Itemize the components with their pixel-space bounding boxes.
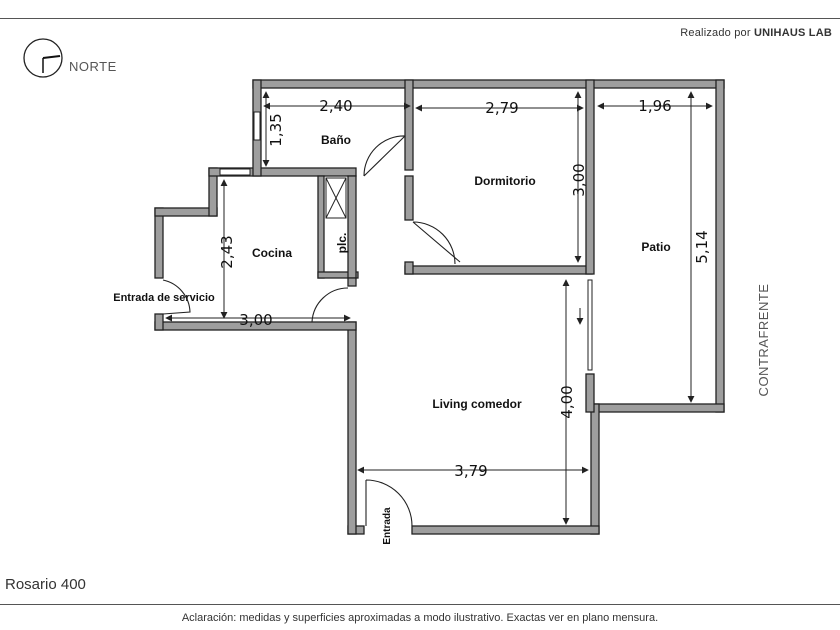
dim-bano-height: 1,35 [267,113,285,146]
address: Rosario 400 [5,576,86,593]
wall-left-living [347,321,357,535]
wall-kitchen-step [154,207,218,217]
dim-patio-height: 5,14 [693,230,711,263]
wall-bath-bottom [208,167,357,177]
window-bath [253,111,261,141]
wall-plc-bottom [317,271,359,279]
wall-patio-left-lower [585,373,595,413]
door-dorm [412,221,461,265]
room-labels: Baño Dormitorio Patio Cocina plc. Living… [113,133,670,545]
dim-living-height: 4,00 [558,385,576,418]
wall-bath-right-upper [404,79,414,171]
window-kitchen [219,168,251,176]
wall-living-stub [347,277,357,287]
dimension-labels: 2,40 2,79 1,96 3,00 3,79 1,35 3,00 5,14 … [218,97,711,480]
dim-dorm-width: 2,79 [485,99,518,117]
wall-bottom-right [411,525,600,535]
dim-bano-width: 2,40 [319,97,352,115]
room-cocina: Cocina [252,246,292,260]
duct [325,177,347,219]
wall-kitchen-left-upper [154,207,164,279]
room-living: Living comedor [432,397,522,411]
side-label-contrafrente: CONTRAFRENTE [756,284,771,397]
door-entry [365,479,413,527]
dim-living-width: 3,79 [454,462,487,480]
room-entrada-servicio: Entrada de servicio [113,292,215,304]
dim-cocina-height: 2,43 [218,235,236,268]
door-kitchen [311,287,349,323]
top-rule [0,18,840,19]
door-service [162,279,191,315]
wall-patio-bottom [590,403,725,413]
room-entrada: Entrada [382,507,393,545]
wall-dorm-bottom [404,265,593,275]
compass-circle [23,38,63,78]
door-bath [363,135,406,177]
wall-plc-left [317,175,325,279]
wall-bath-right-lower [404,175,414,221]
room-patio: Patio [641,240,670,254]
bottom-rule [0,604,840,605]
dim-dorm-height: 3,00 [570,163,588,196]
room-plc: plc. [335,233,349,254]
compass-label: NORTE [69,59,117,74]
credit-text: Realizado por UNIHAUS LAB [680,27,832,39]
compass-needle [42,55,61,59]
wall-right-patio [715,79,725,413]
room-bano: Baño [321,133,351,147]
compass: NORTE [23,38,117,78]
credit-brand: UNIHAUS LAB [754,27,832,39]
wall-plc-right [347,175,357,279]
wall-dorm-door-stub [404,261,414,275]
wall-kitchen-left-lower [154,313,164,331]
window-patio-slider [587,279,593,371]
windows [219,111,593,371]
wall-right-living [590,403,600,535]
dimension-lines [165,91,713,525]
doors [162,135,461,527]
wall-patio-left-upper [585,79,595,275]
disclaimer: Aclaración: medidas y superficies aproxi… [181,612,659,624]
dim-cocina-width: 3,00 [239,311,272,329]
room-dormitorio: Dormitorio [474,174,535,188]
dim-patio-width: 1,96 [638,97,671,115]
credit-prefix: Realizado por [680,27,751,39]
wall-top [252,79,725,89]
walls [154,79,725,535]
